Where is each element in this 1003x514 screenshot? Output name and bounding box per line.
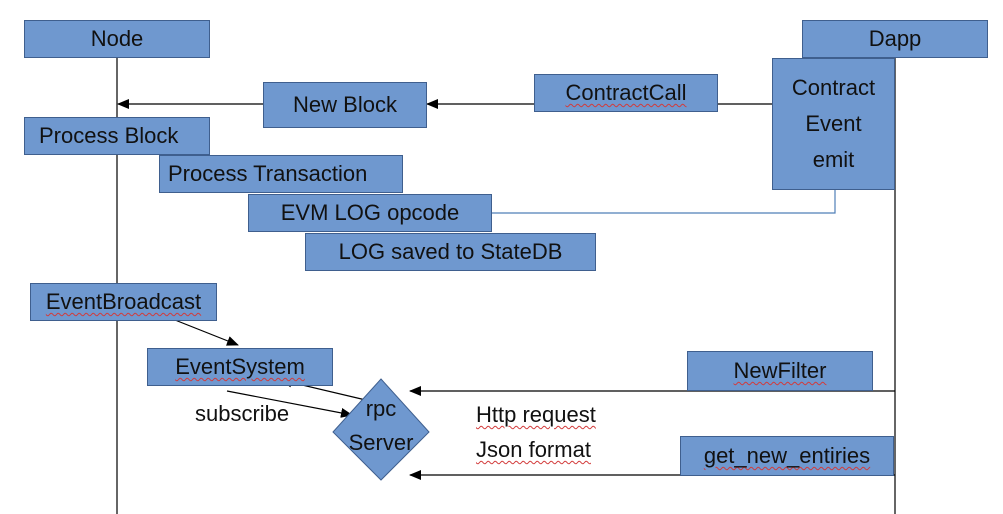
subscribe-label: subscribe bbox=[195, 401, 290, 426]
evm-log-opcode-label: EVM LOG opcode bbox=[280, 200, 460, 225]
contract-event-line-1: Contract bbox=[791, 75, 876, 100]
new-block-label: New Block bbox=[293, 92, 397, 117]
process-transaction-label: Process Transaction bbox=[168, 161, 368, 186]
eventsystem-box: EventSystem bbox=[147, 348, 333, 386]
rpc-server-label: rpc Server bbox=[333, 392, 429, 460]
contract-event-line-3: emit bbox=[812, 147, 855, 172]
node-header: Node bbox=[24, 20, 210, 58]
rpc-server-diamond bbox=[332, 378, 430, 481]
get-new-entries-box: get_new_entiries bbox=[680, 436, 894, 476]
process-block-box: Process Block bbox=[24, 117, 210, 155]
dapp-header: Dapp bbox=[802, 20, 988, 58]
contract-event-box: Contract Event emit bbox=[772, 58, 895, 190]
newfilter-label: NewFilter bbox=[733, 358, 827, 383]
process-block-label: Process Block bbox=[39, 123, 179, 148]
rpc-server-label-line-1: rpc bbox=[365, 396, 397, 421]
node-header-label: Node bbox=[90, 26, 144, 51]
log-saved-label: LOG saved to StateDB bbox=[338, 239, 563, 264]
eventsystem-label: EventSystem bbox=[175, 354, 305, 379]
new-block-box: New Block bbox=[263, 82, 427, 128]
eventbroadcast-to-eventsystem-arrow bbox=[174, 319, 239, 346]
rpc-subscribe-arrow-2 bbox=[226, 390, 353, 418]
dapp-header-label: Dapp bbox=[868, 26, 922, 51]
http-request-label: Http request bbox=[476, 402, 596, 427]
json-format-label: Json format bbox=[476, 437, 591, 462]
contract-event-line-2: Event bbox=[805, 111, 862, 136]
newfilter-box: NewFilter bbox=[687, 351, 873, 391]
eventbroadcast-box: EventBroadcast bbox=[30, 283, 217, 321]
log-saved-box: LOG saved to StateDB bbox=[305, 233, 596, 271]
evm-log-opcode-box: EVM LOG opcode bbox=[248, 194, 492, 232]
process-transaction-box: Process Transaction bbox=[159, 155, 403, 193]
contractcall-label: ContractCall bbox=[565, 80, 687, 105]
rpc-server-label-line-2: Server bbox=[348, 430, 414, 455]
contractcall-box: ContractCall bbox=[534, 74, 718, 112]
evm-log-to-contract-event-link bbox=[492, 190, 836, 214]
get-new-entries-label: get_new_entiries bbox=[703, 443, 871, 468]
eventbroadcast-label: EventBroadcast bbox=[45, 289, 202, 314]
